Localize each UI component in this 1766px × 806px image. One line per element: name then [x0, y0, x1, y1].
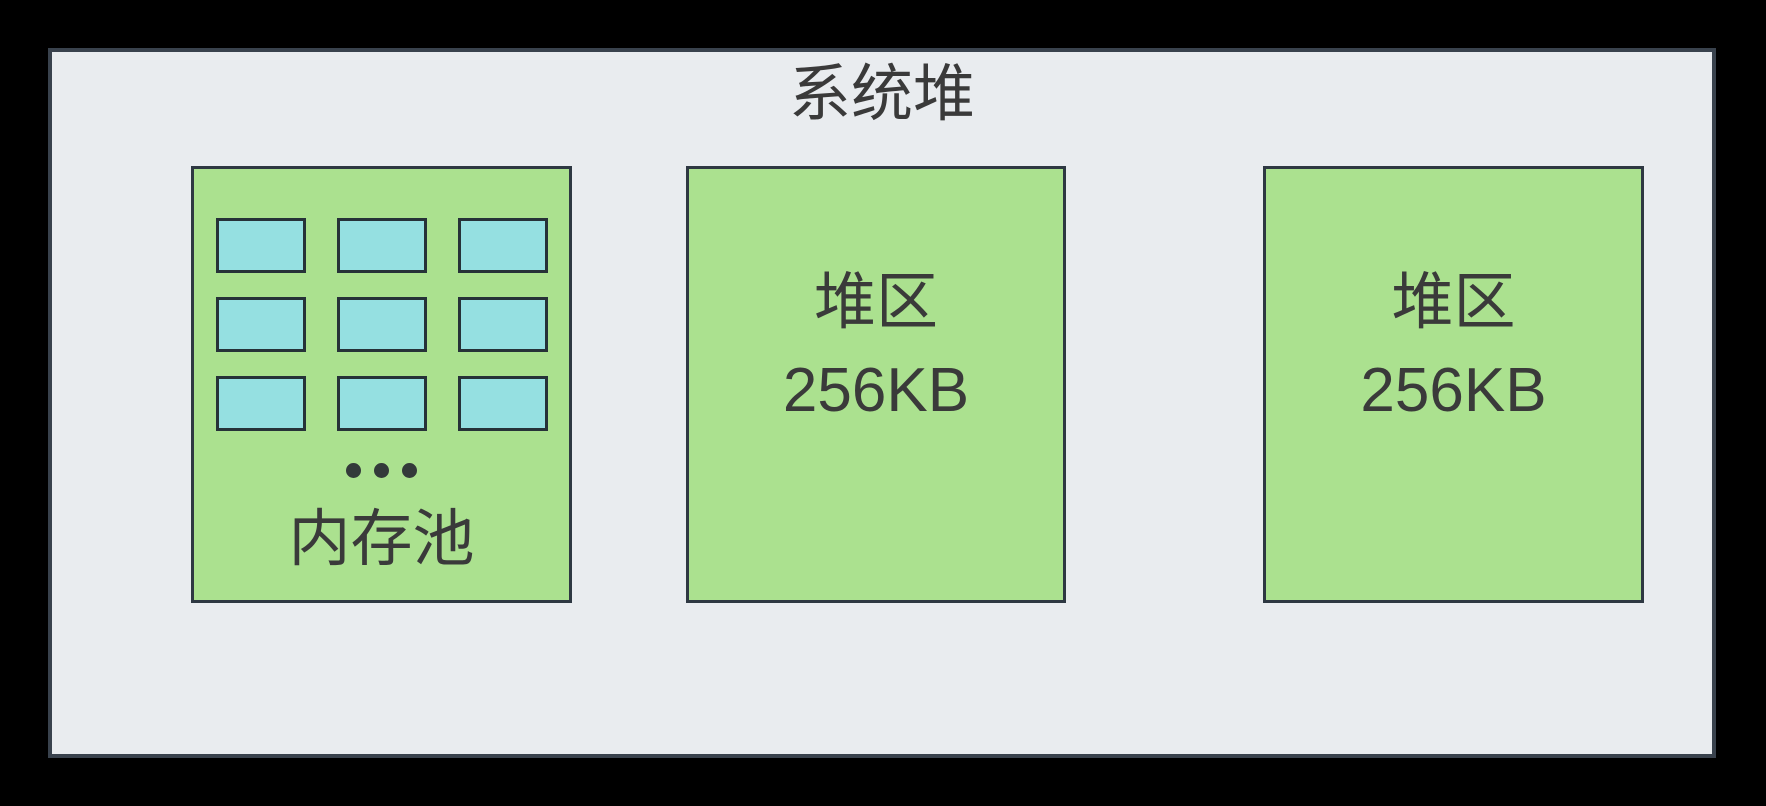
heap-region-text: 堆区 256KB [689, 169, 1063, 435]
memory-pool-label: 内存池 [288, 505, 475, 574]
memory-block [457, 218, 548, 273]
ellipsis-dot [374, 463, 389, 478]
heap-region-label: 堆区 [813, 268, 938, 337]
memory-block [336, 297, 427, 352]
memory-block [215, 218, 306, 273]
memory-block [215, 376, 306, 431]
memory-pool-box: 内存池 [191, 166, 572, 603]
ellipsis-dots [346, 463, 417, 478]
memory-block [336, 218, 427, 273]
memory-block [457, 297, 548, 352]
ellipsis-dot [402, 463, 417, 478]
memory-block [215, 297, 306, 352]
system-heap-container: 系统堆 内存池 堆区 256KB [48, 48, 1716, 758]
heap-region-box-1: 堆区 256KB [686, 166, 1066, 603]
heap-region-label: 堆区 [1391, 268, 1516, 337]
memory-block [336, 376, 427, 431]
heap-region-size: 256KB [1360, 356, 1547, 425]
memory-block [457, 376, 548, 431]
heap-region-text: 堆区 256KB [1266, 169, 1641, 435]
ellipsis-dot [346, 463, 361, 478]
memory-block-grid [215, 218, 548, 431]
system-heap-title: 系统堆 [788, 60, 975, 129]
heap-region-box-2: 堆区 256KB [1263, 166, 1644, 603]
heap-region-size: 256KB [782, 356, 970, 425]
